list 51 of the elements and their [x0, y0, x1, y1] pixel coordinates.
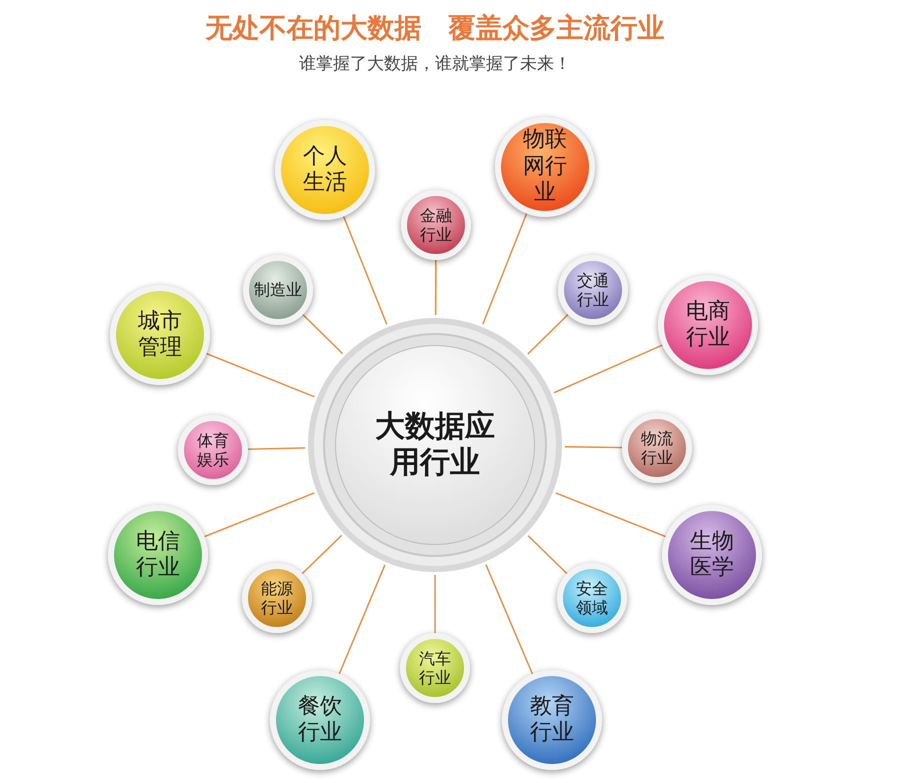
connector-line	[556, 492, 666, 538]
circle-label: 交通行业	[576, 270, 610, 310]
connector-line	[342, 216, 388, 325]
subtitle: 谁掌握了大数据，谁就掌握了未来！	[299, 54, 571, 74]
connector-line	[248, 447, 306, 450]
industry-circle	[557, 563, 627, 633]
industry-circle	[401, 190, 471, 260]
connector-line	[564, 446, 622, 448]
industry-circle	[495, 117, 595, 217]
circle-label: 安全领域	[575, 578, 609, 618]
circle-label: 个人生活	[302, 144, 348, 196]
industry-circle	[108, 505, 208, 605]
circle-label: 物流行业	[640, 428, 674, 468]
connector-line	[528, 535, 568, 574]
connector-line	[434, 260, 437, 315]
circle-label: 能源行业	[260, 578, 294, 618]
industry-circle	[270, 670, 370, 770]
circle-label: 生物医学	[688, 528, 735, 582]
connector-line	[527, 314, 568, 354]
circle-label: 餐饮行业	[296, 694, 343, 746]
industry-circle	[178, 415, 248, 485]
industry-circle	[558, 255, 628, 325]
connector-line	[302, 314, 343, 354]
connector-line	[206, 352, 315, 398]
connector-line	[204, 492, 314, 538]
industry-circle	[502, 670, 602, 770]
connector-line	[485, 564, 534, 674]
industry-circle	[662, 505, 762, 605]
circle-label: 制造业	[252, 280, 303, 300]
connector-line	[338, 564, 386, 674]
circle-label: 体育娱乐	[196, 430, 230, 470]
circle-label: 电信行业	[134, 528, 181, 582]
title: 无处不在的大数据 覆盖众多主流行业	[206, 13, 664, 44]
circle-label: 金融行业	[419, 206, 453, 244]
industry-circle	[110, 285, 210, 385]
industry-circle	[400, 633, 470, 703]
connector-line	[482, 213, 528, 324]
circle-label: 电商行业	[684, 298, 731, 352]
circle-label: 城市管理	[136, 308, 183, 362]
circle-label: 大数据应用行业	[374, 409, 496, 481]
circle-label: 汽车行业	[418, 648, 452, 688]
industry-circle	[275, 120, 375, 220]
industry-circle	[622, 413, 692, 483]
industry-circle	[243, 255, 313, 325]
industry-circle	[658, 275, 758, 375]
industry-circle	[242, 563, 312, 633]
connector-line	[302, 534, 342, 574]
connector-line	[434, 575, 436, 633]
circle-label: 教育行业	[528, 694, 575, 746]
circle-label: 物联网行业	[522, 127, 568, 207]
connector-line	[554, 344, 662, 394]
